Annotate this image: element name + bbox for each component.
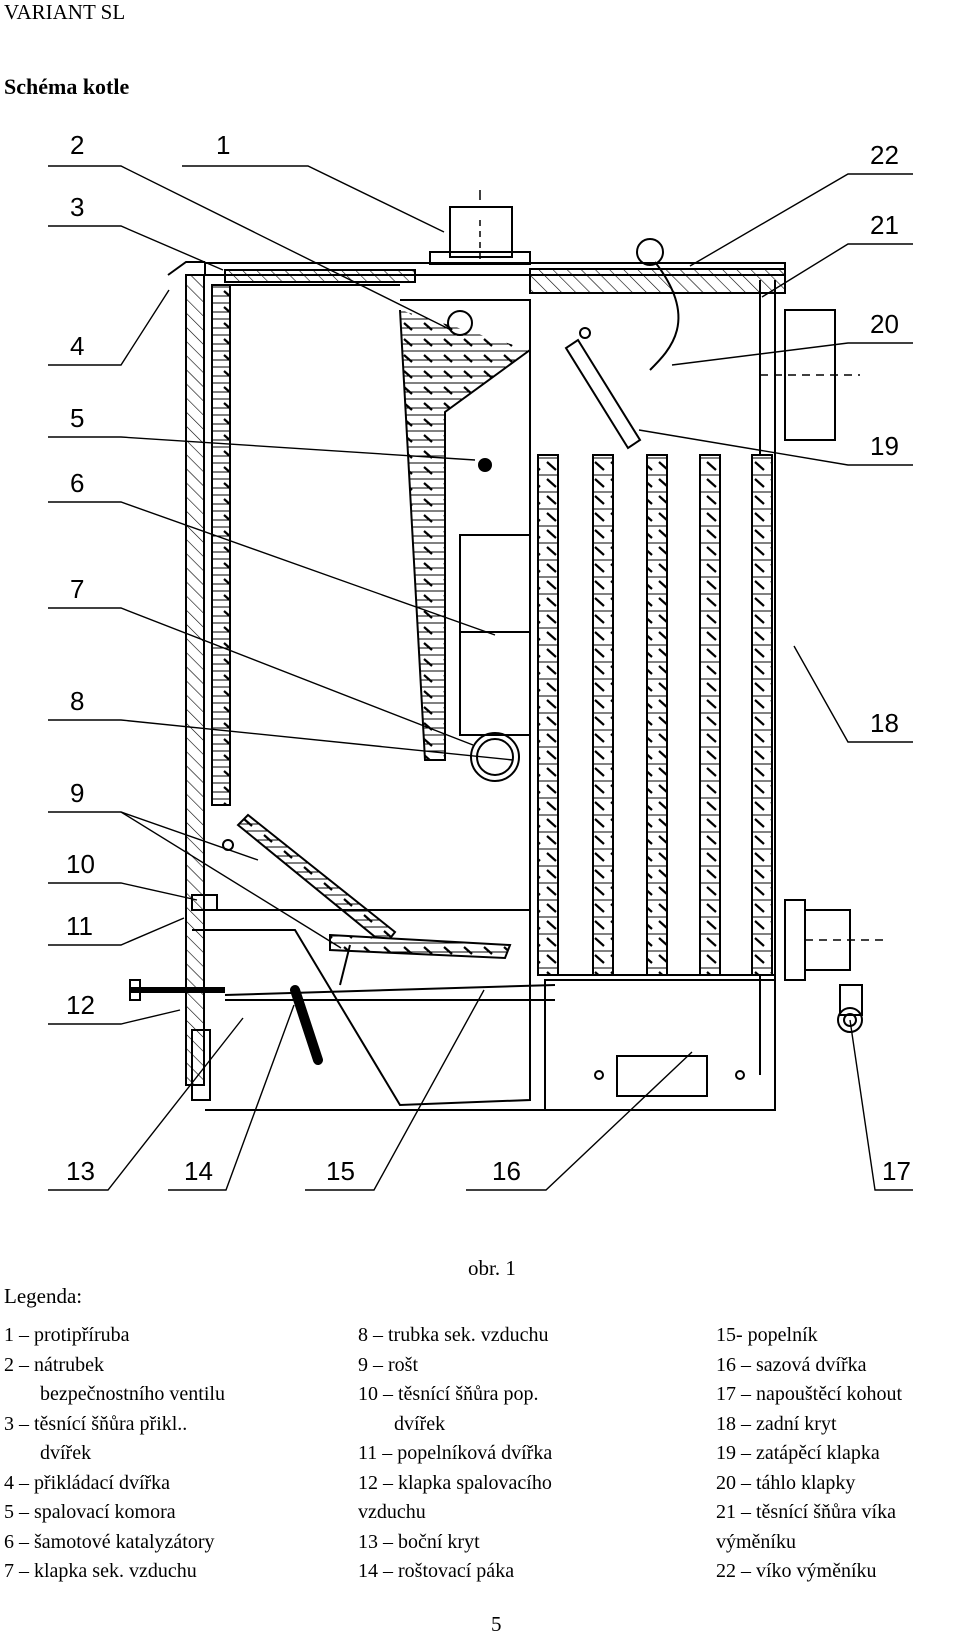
- legend-item: 7 – klapka sek. vzduchu: [4, 1560, 197, 1582]
- legend-item: 3 – těsnící šňůra přikl..: [4, 1412, 188, 1435]
- legend-item: 5 – spalovací komora: [4, 1501, 176, 1523]
- document-header: VARIANT SL: [4, 0, 126, 24]
- legend-column-2: 8 – trubka sek. vzduchu 9 – rošt 10 – tě…: [358, 1321, 552, 1587]
- callout-20: 20: [870, 309, 899, 339]
- callout-9: 9: [70, 778, 84, 808]
- callout-6: 6: [70, 468, 84, 498]
- legend-item: vzduchu: [358, 1501, 426, 1523]
- callout-16: 16: [492, 1156, 521, 1186]
- figure-caption: obr. 1: [468, 1256, 516, 1280]
- legend-item: 20 – táhlo klapky: [716, 1471, 856, 1494]
- callout-11: 11: [66, 911, 93, 941]
- callout-10: 10: [66, 849, 95, 879]
- callout-13: 13: [66, 1156, 95, 1186]
- legend-item: 13 – boční kryt: [358, 1530, 480, 1553]
- leader-lines: [48, 165, 913, 1191]
- legend-item: dvířek: [40, 1442, 92, 1464]
- callout-7: 7: [70, 574, 84, 604]
- callout-19: 19: [870, 431, 899, 461]
- callout-3: 3: [70, 192, 84, 222]
- legend-item: 11 – popelníková dvířka: [358, 1442, 553, 1464]
- callout-8: 8: [70, 686, 84, 716]
- legend-item: 2 – nátrubek: [4, 1353, 104, 1376]
- legend-column-1: 1 – protipříruba 2 – nátrubek bezpečnost…: [4, 1321, 225, 1587]
- legend-item: 4 – přikládací dvířka: [4, 1471, 171, 1494]
- callout-14: 14: [184, 1156, 213, 1186]
- legend-item: 22 – víko výměníku: [716, 1560, 877, 1582]
- legend-item: 8 – trubka sek. vzduchu: [358, 1324, 549, 1346]
- legend-item: 6 – šamotové katalyzátory: [4, 1530, 215, 1553]
- legend-item: 1 – protipříruba: [4, 1324, 130, 1346]
- callout-15: 15: [326, 1156, 355, 1186]
- legend-item: 9 – rošt: [358, 1353, 418, 1376]
- legend-item: 10 – těsnící šňůra pop.: [358, 1383, 539, 1405]
- legend-title: Legenda:: [4, 1284, 83, 1308]
- legend-item: bezpečnostního ventilu: [40, 1383, 225, 1405]
- legend-item: 14 – roštovací páka: [358, 1560, 515, 1582]
- callout-21: 21: [870, 210, 899, 240]
- boiler-body: [129, 190, 885, 1111]
- callout-4: 4: [70, 331, 84, 361]
- legend-item: dvířek: [394, 1412, 446, 1435]
- legend-item: 19 – zatápěcí klapka: [716, 1442, 880, 1464]
- callout-22: 22: [870, 140, 899, 170]
- legend-item: 12 – klapka spalovacího: [358, 1471, 552, 1494]
- callout-5: 5: [70, 403, 84, 433]
- callout-17: 17: [882, 1156, 911, 1186]
- page-number: 5: [491, 1612, 502, 1636]
- legend-item: výměníku: [716, 1530, 796, 1553]
- callout-12: 12: [66, 990, 95, 1020]
- callout-1: 1: [216, 130, 230, 160]
- callout-2: 2: [70, 130, 84, 160]
- legend-item: 17 – napouštěcí kohout: [716, 1383, 903, 1405]
- legend-item: 15- popelník: [716, 1324, 818, 1346]
- legend-column-3: 15- popelník 16 – sazová dvířka 17 – nap…: [716, 1321, 902, 1587]
- section-title: Schéma kotle: [4, 74, 130, 99]
- callout-labels: 1 2 3 4 5 6 7 8 9 10 11 12 13 14 15 16 1…: [66, 130, 911, 1186]
- legend-item: 16 – sazová dvířka: [716, 1353, 867, 1376]
- legend-item: 21 – těsnící šňůra víka: [716, 1501, 896, 1523]
- boiler-schematic: 1 2 3 4 5 6 7 8 9 10 11 12 13 14 15 16 1…: [48, 130, 913, 1191]
- legend-item: 18 – zadní kryt: [716, 1412, 837, 1435]
- callout-18: 18: [870, 708, 899, 738]
